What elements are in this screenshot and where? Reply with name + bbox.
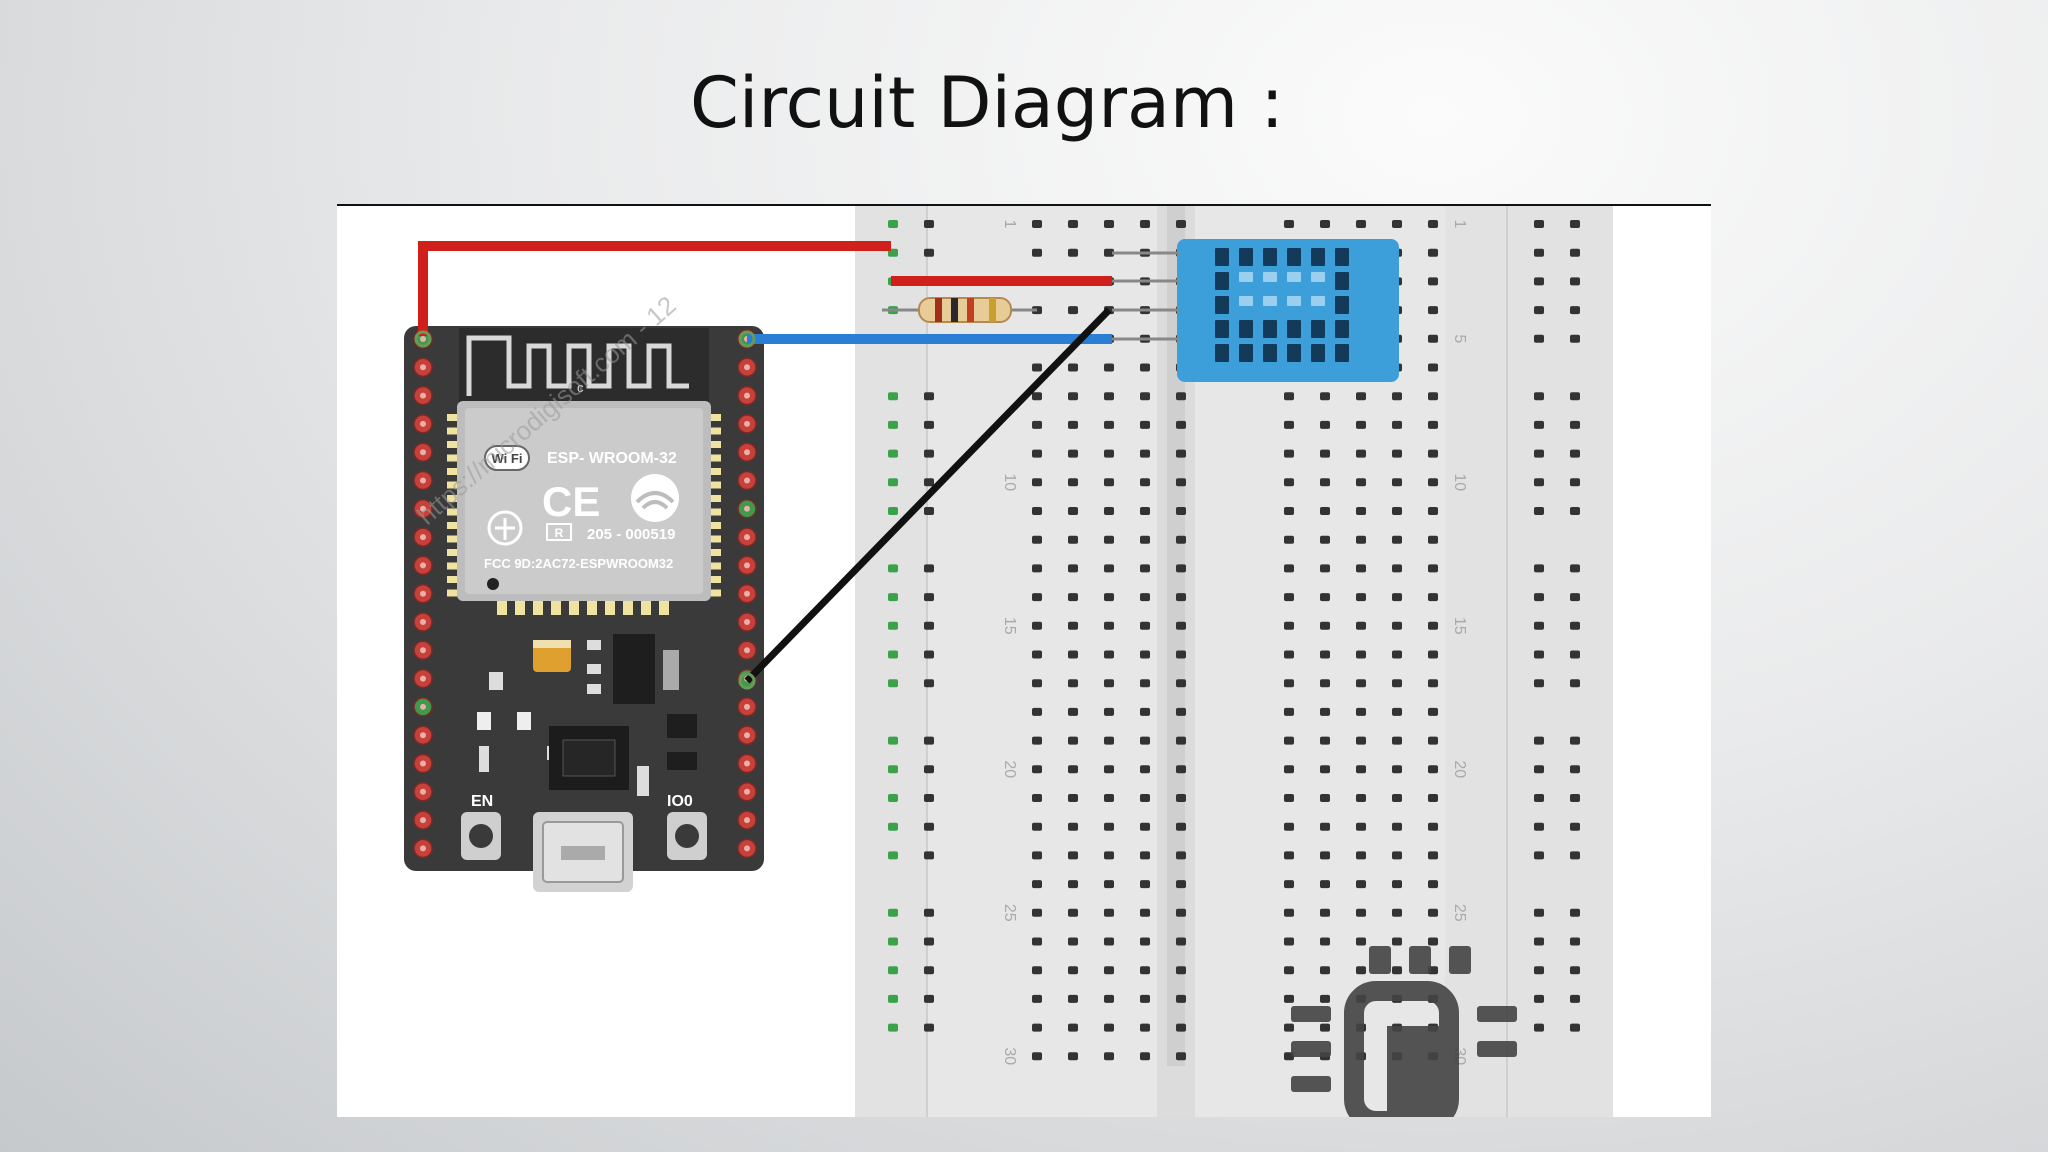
title-divider <box>337 204 1711 206</box>
en-label: EN <box>471 793 493 810</box>
row-number: 1 <box>1451 220 1468 229</box>
module-name: ESP- WROOM-32 <box>547 450 677 467</box>
breadboard-row-numbers: 115510101515202025253030 <box>1001 220 1468 1066</box>
row-number: 25 <box>1451 904 1468 922</box>
wifi-logo-icon <box>631 474 679 522</box>
row-number: 30 <box>1001 1047 1018 1065</box>
wire-red-vcc <box>418 241 891 336</box>
wires <box>414 241 1179 690</box>
antenna-letter: c <box>577 380 584 395</box>
module-castellated-pins <box>447 414 721 597</box>
header-pins <box>413 329 757 859</box>
telec-mark-icon <box>487 510 523 546</box>
row-number: 25 <box>1001 904 1018 922</box>
chip-icon <box>1291 946 1517 1117</box>
slide-title: Circuit Diagram : <box>690 62 1284 144</box>
cert-id: 205 - 000519 <box>587 526 675 543</box>
en-button <box>461 812 501 860</box>
cert-r-letter: R <box>555 526 564 540</box>
row-number: 20 <box>1451 760 1468 778</box>
fcc-id: FCC 9D:2AC72-ESPWROOM32 <box>484 556 673 571</box>
row-number: 10 <box>1001 473 1018 491</box>
ce-mark: CE <box>542 478 600 525</box>
row-number: 15 <box>1001 617 1018 635</box>
resistor <box>882 297 1037 323</box>
circuit-diagram: 115510101515202025253030 c <box>337 206 1711 1117</box>
row-number: 10 <box>1451 473 1468 491</box>
row-number: 15 <box>1451 617 1468 635</box>
breadboard-left-terminal <box>927 206 1157 1117</box>
breadboard-holes <box>888 220 1580 1061</box>
micro-usb-port <box>533 812 633 892</box>
wifi-badge <box>484 445 530 471</box>
dht-sensor <box>1177 239 1399 382</box>
voltage-regulator <box>613 634 655 704</box>
cert-r-box <box>546 523 572 541</box>
row-number: 5 <box>1451 334 1468 343</box>
row-number: 20 <box>1001 760 1018 778</box>
module-bottom-pins <box>497 601 669 615</box>
diagram-canvas: 115510101515202025253030 c <box>404 206 1613 1117</box>
wire-black-gnd <box>744 307 1112 684</box>
wifi-badge-text: Wi Fi <box>492 451 523 466</box>
boot-button <box>667 812 707 860</box>
sensor-vents <box>1215 248 1349 362</box>
io0-label: IO0 <box>667 793 693 810</box>
esp32-devkit-board: c Wi Fi ESP- WROOM-32 CE R 205 - 000519 … <box>404 326 764 892</box>
row-number: 1 <box>1001 220 1018 229</box>
antenna-trace <box>466 335 689 396</box>
